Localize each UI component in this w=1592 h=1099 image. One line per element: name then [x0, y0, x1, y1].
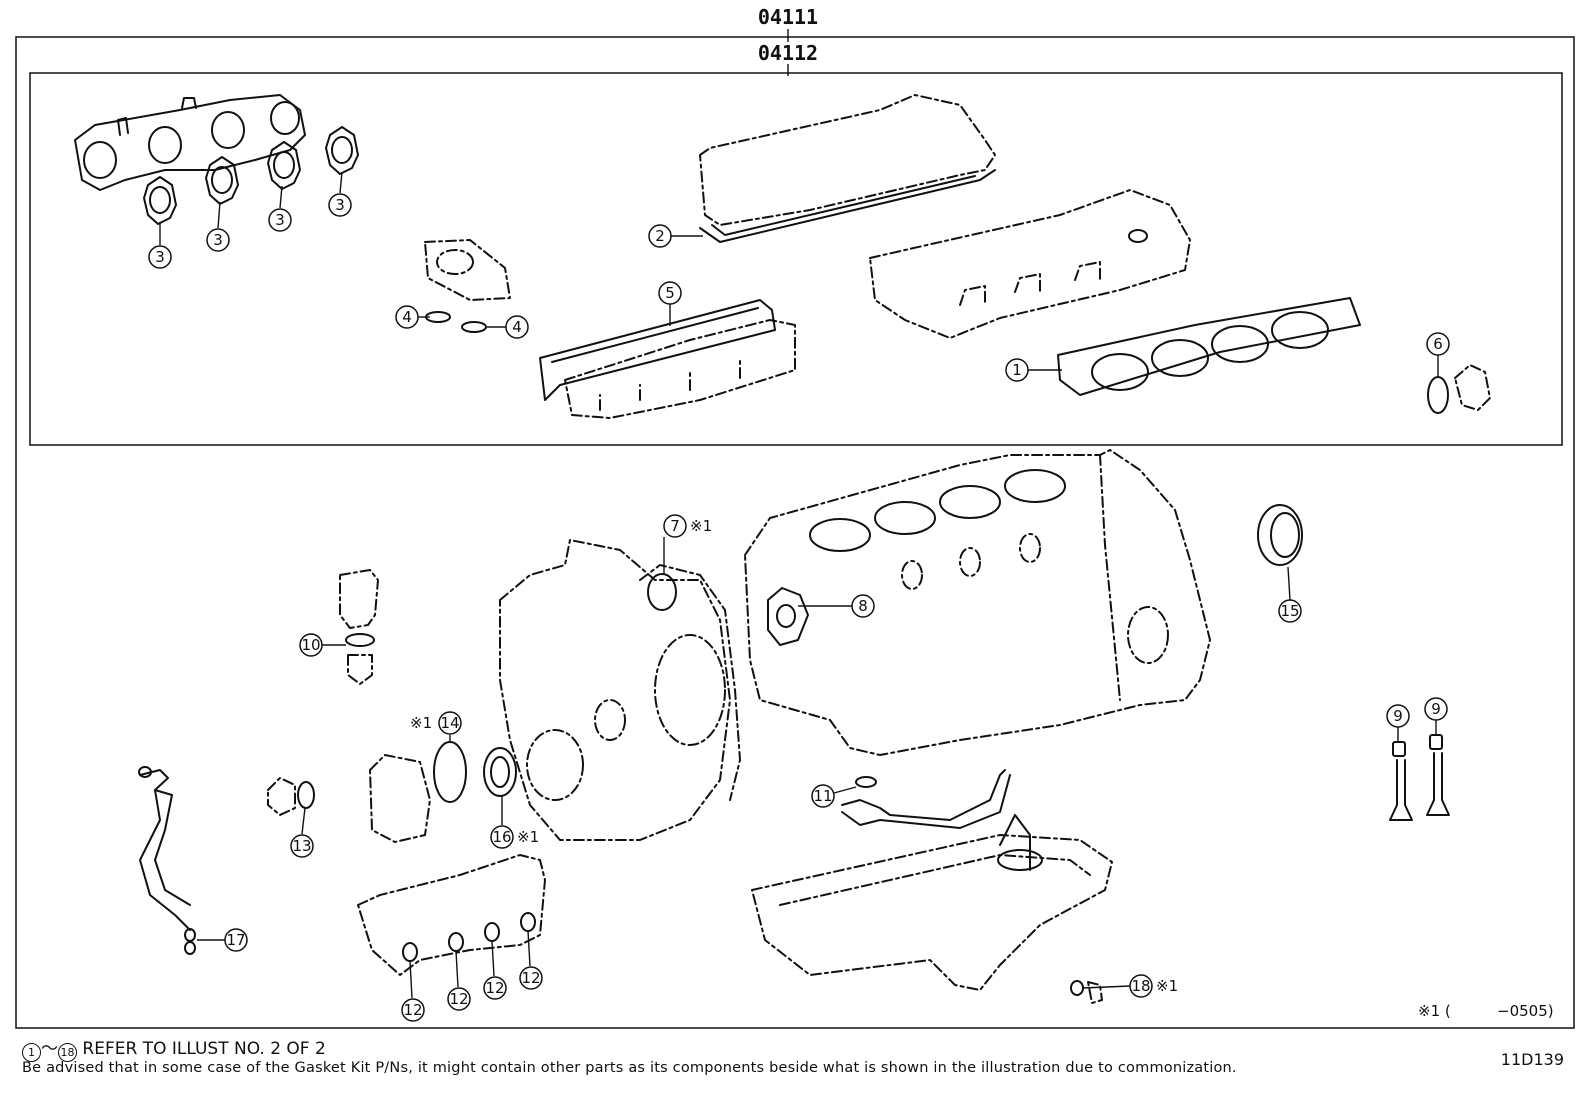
cylinder-head-cover: [699, 94, 996, 243]
svg-text:12: 12: [485, 979, 504, 997]
oil-pan: [751, 834, 1113, 991]
svg-text:6: 6: [1433, 335, 1443, 353]
footer-ref-to: 18: [58, 1043, 77, 1062]
callout-16: 16: [490, 825, 514, 849]
callout-3d: 3: [328, 193, 352, 217]
svg-text:15: 15: [1280, 602, 1299, 620]
svg-text:14: 14: [440, 714, 459, 732]
svg-text:3: 3: [213, 231, 223, 249]
callout-7: 7: [663, 514, 687, 538]
svg-text:10: 10: [301, 636, 320, 654]
note-range-suffix: −0505): [1497, 1002, 1554, 1020]
svg-text:7: 7: [670, 517, 680, 535]
svg-text:2: 2: [655, 227, 665, 245]
kit-code-04112: 04112: [758, 41, 818, 65]
footer-reference: 1～18 REFER TO ILLUST NO. 2 OF 2: [22, 1034, 326, 1062]
note-range-prefix: ※1 (: [1418, 1002, 1451, 1020]
water-inlet-housing: [339, 569, 379, 685]
exhaust-manifold: [74, 94, 306, 191]
svg-text:3: 3: [275, 211, 285, 229]
svg-text:9: 9: [1393, 707, 1403, 725]
callout-11: 11: [811, 784, 835, 808]
svg-text:4: 4: [512, 318, 522, 336]
callout-3a: 3: [148, 245, 172, 269]
callout-7-mark: ※1: [690, 517, 712, 535]
callout-3c: 3: [268, 208, 292, 232]
svg-text:9: 9: [1431, 700, 1441, 718]
timing-cover-gasket: [639, 564, 741, 801]
callout-4b: 4: [505, 315, 529, 339]
egr-cooler-plate: [424, 239, 511, 333]
callout-15: 15: [1278, 599, 1302, 623]
intake-manifold-lower: [357, 854, 546, 976]
callout-12a: 12: [401, 998, 425, 1022]
callout-18: 18: [1129, 974, 1153, 998]
illustration-code: 11D139: [1500, 1050, 1564, 1069]
svg-text:17: 17: [226, 931, 245, 949]
intake-manifold: [539, 299, 796, 419]
callout-12d: 12: [519, 966, 543, 990]
callout-14: 14: [438, 711, 462, 735]
callout-12c: 12: [483, 976, 507, 1000]
crankshaft-front-oil-seal: [483, 747, 517, 797]
leader-lines: [159, 171, 1439, 999]
oil-cooler-gasket: [267, 777, 315, 816]
cylinder-head: [869, 189, 1191, 339]
cylinder-head-gasket: [1057, 297, 1361, 396]
footer-ref-tilde: ～: [41, 1039, 58, 1059]
svg-text:11: 11: [813, 787, 832, 805]
svg-text:8: 8: [858, 597, 868, 615]
svg-text:12: 12: [449, 990, 468, 1008]
oil-strainer-pipe: [138, 766, 196, 955]
callout-17: 17: [224, 928, 248, 952]
callout-14-mark: ※1: [410, 714, 432, 732]
valve-stem-seals: [1389, 734, 1450, 821]
svg-text:12: 12: [521, 969, 540, 987]
svg-text:18: 18: [1131, 977, 1150, 995]
crankshaft-rear-oil-seal: [1257, 504, 1303, 566]
footer-advisory: Be advised that in some case of the Gask…: [22, 1060, 1237, 1076]
callout-9a: 9: [1386, 704, 1410, 728]
footer-ref-from: 1: [22, 1043, 41, 1062]
kit-04111-boundary: [15, 36, 1575, 1029]
timing-gear-case: [499, 539, 731, 841]
svg-text:16: 16: [492, 828, 511, 846]
callout-5: 5: [658, 281, 682, 305]
kit-04112-boundary: [29, 72, 1563, 446]
svg-text:13: 13: [292, 837, 311, 855]
drain-plug: [1070, 980, 1103, 1004]
footer-ref-text: REFER TO ILLUST NO. 2 OF 2: [77, 1039, 326, 1059]
svg-text:3: 3: [155, 248, 165, 266]
callout-16-mark: ※1: [517, 828, 539, 846]
svg-text:5: 5: [665, 284, 675, 302]
svg-text:4: 4: [402, 308, 412, 326]
callout-9b: 9: [1424, 697, 1448, 721]
exhaust-manifold-gaskets: [143, 126, 359, 225]
kit-code-04111: 04111: [758, 5, 818, 29]
callout-12b: 12: [447, 987, 471, 1011]
callout-6: 6: [1426, 332, 1450, 356]
callout-8: 8: [851, 594, 875, 618]
svg-text:1: 1: [1012, 361, 1022, 379]
callout-3b: 3: [206, 228, 230, 252]
callout-10: 10: [299, 633, 323, 657]
oil-pump-housing: [369, 741, 467, 843]
cylinder-block: [744, 449, 1211, 756]
callout-13: 13: [290, 834, 314, 858]
callout-1: 1: [1005, 358, 1029, 382]
svg-text:3: 3: [335, 196, 345, 214]
water-pump-gasket: [767, 587, 809, 646]
callout-4a: 4: [395, 305, 419, 329]
svg-text:12: 12: [403, 1001, 422, 1019]
callout-2: 2: [648, 224, 672, 248]
oil-level-gauge-guide: [841, 769, 1031, 871]
callout-18-mark: ※1: [1156, 977, 1178, 995]
